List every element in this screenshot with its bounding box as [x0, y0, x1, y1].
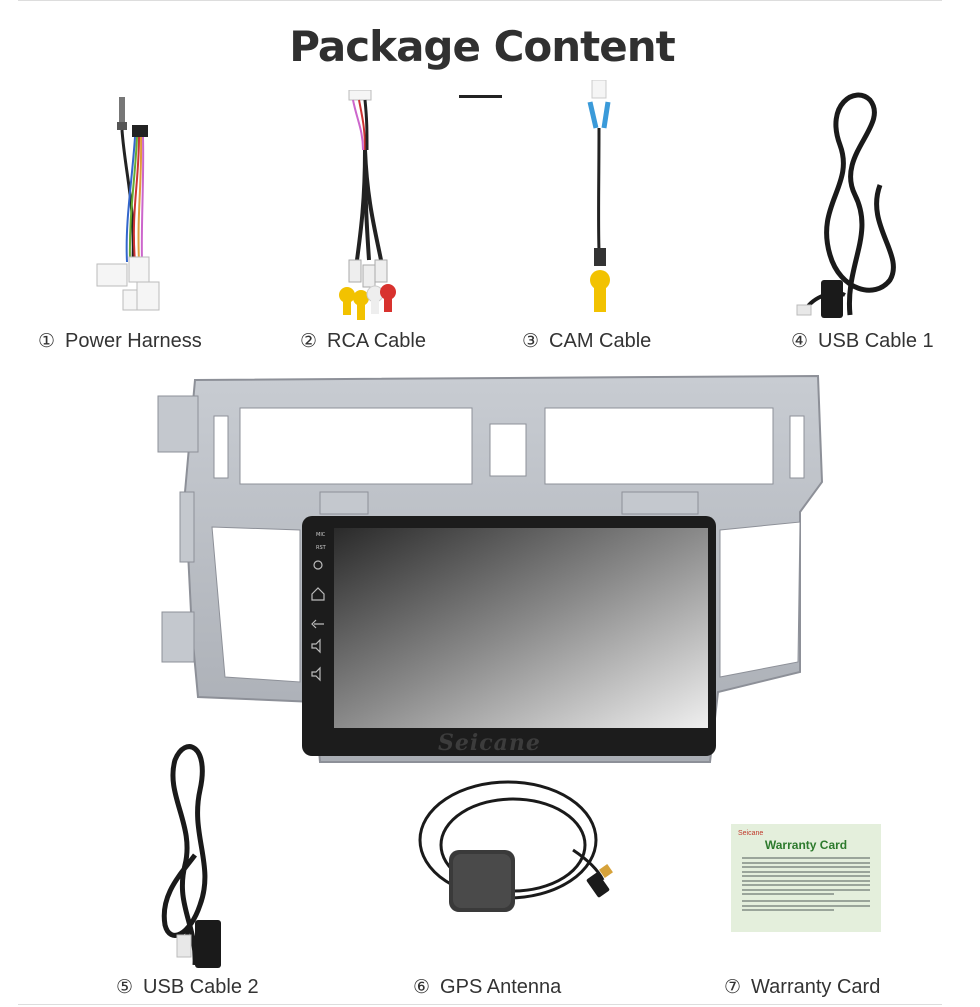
mic-label: MIC	[316, 532, 326, 538]
title-underline	[459, 95, 502, 98]
warranty-card-text-lines	[738, 857, 874, 911]
usb-cable-1-image	[795, 85, 900, 325]
cam-cable-image	[582, 80, 622, 322]
rst-label: RST	[316, 545, 326, 551]
warranty-card-brand: Seicane	[738, 830, 764, 837]
usb-cable-2-image	[155, 735, 235, 975]
brand-logo: Seicane	[438, 730, 541, 756]
top-divider	[18, 0, 942, 1]
page-title: Package Content	[289, 22, 675, 71]
rca-cable-image	[335, 90, 400, 322]
warranty-card-title: Warranty Card	[764, 838, 848, 852]
bottom-divider	[18, 1004, 942, 1005]
head-unit-image	[150, 372, 830, 767]
gps-antenna-image	[413, 770, 623, 940]
power-harness-image	[95, 92, 165, 317]
warranty-card-image: Seicane Warranty Card	[731, 824, 881, 932]
